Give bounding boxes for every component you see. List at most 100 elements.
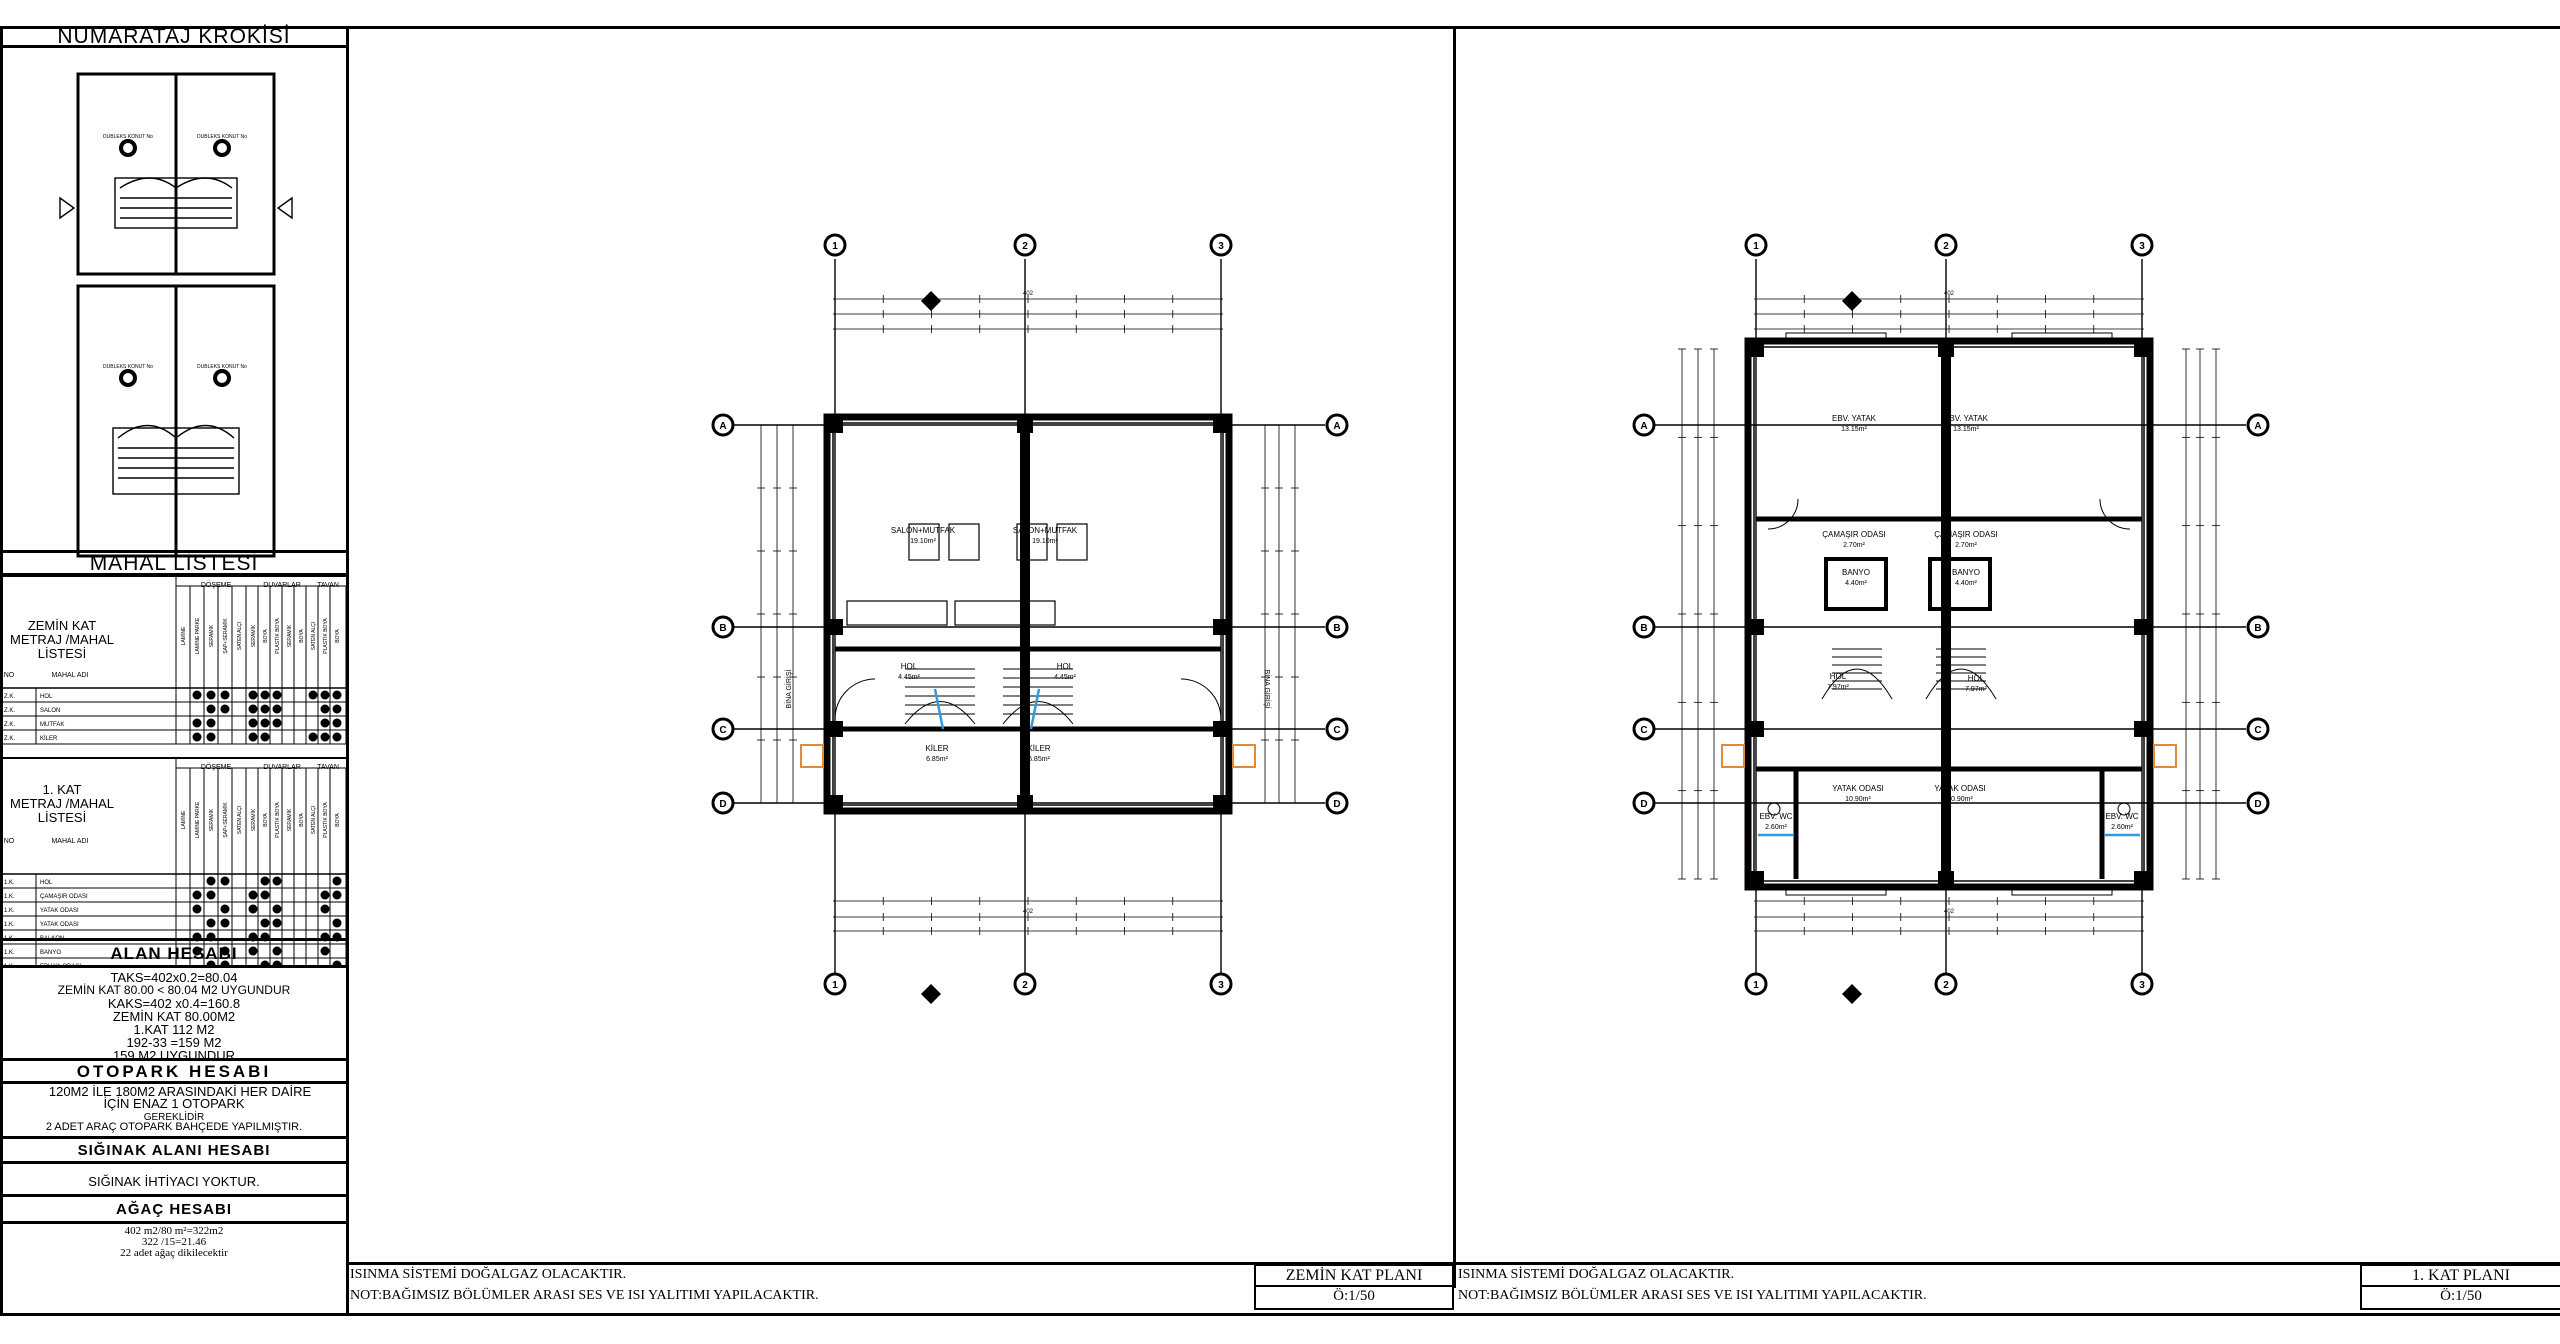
structural-column (1213, 417, 1229, 433)
mahal-dot (206, 718, 216, 728)
mahal-dot (320, 732, 330, 742)
fridge (948, 523, 980, 561)
birinci-row-name: BANYO (40, 950, 61, 956)
otopark-line-3: GEREKLİDİR (143, 1112, 205, 1123)
right-plan-scale: Ö:1/50 (2440, 1288, 2482, 1304)
grid-number-top: 1 (832, 241, 838, 252)
zemin-row-name: HOL (40, 694, 53, 700)
grid-bubble-right (1325, 717, 1349, 741)
otopark-line-2: İÇİN ENAZ 1 OTOPARK (103, 1096, 245, 1111)
birinci-row-no: 1.K. (4, 894, 15, 900)
birinci-title-3: LİSTESİ (37, 810, 87, 825)
grid-bubble-right (1325, 413, 1349, 437)
mahal-dot (332, 876, 342, 886)
mahal-col-label: PLASTİK BOYA (322, 618, 329, 654)
mahal-dot (206, 876, 216, 886)
mahal-dot (206, 732, 216, 742)
grid-number-top: 2 (1943, 241, 1949, 252)
grid-letter-left: C (719, 725, 726, 736)
mahal-dot (260, 732, 270, 742)
stair-curve (904, 701, 976, 725)
fridge (1056, 523, 1088, 561)
section-marker (1842, 984, 1862, 1004)
zemin-row-no: Z.K. (4, 708, 15, 714)
mahal-dot (332, 890, 342, 900)
mahal-dot (248, 704, 258, 714)
alan-line-3: KAKS=402 x0.4=160.8 (107, 996, 241, 1011)
mahal-dot (260, 690, 270, 700)
zemin-row-no: Z.K. (4, 736, 15, 742)
otopark-title: OTOPARK HESABI (0, 1058, 348, 1084)
room-name: BANYO (1842, 568, 1870, 577)
structural-column (1017, 417, 1033, 433)
grid-bubble-left (711, 413, 735, 437)
mahal-col-label: ŞAP+SERAMİK (222, 802, 229, 838)
mahal-dot (260, 918, 270, 928)
mahal-col-label: PLASTİK BOYA (274, 802, 281, 838)
mahal-dot (220, 876, 230, 886)
grid-bubble-bottom (1934, 972, 1958, 996)
structural-column (2134, 721, 2150, 737)
grid-letter-right: C (2254, 725, 2261, 736)
grid-number-bottom: 1 (1753, 980, 1759, 991)
fridge (1016, 523, 1048, 561)
mahal-col-label: PLASTİK BOYA (322, 802, 329, 838)
zemin-row-name: MUTFAK (40, 722, 64, 728)
notes-line (346, 1262, 2560, 1265)
mahal-dot (248, 732, 258, 742)
mahal-dot (320, 718, 330, 728)
grid-bubble-bottom (1209, 972, 1233, 996)
mahal-col-label: BOYA (299, 813, 305, 827)
grid-letter-left: D (1640, 799, 1647, 810)
grid-letter-right: B (2254, 623, 2261, 634)
room-area: 4.40m² (1955, 580, 1977, 587)
birinci-row-no: 1.K. (4, 922, 15, 928)
left-title-box: ZEMİN KAT PLANI Ö:1/50 (1254, 1264, 1454, 1310)
mahal-dot (192, 718, 202, 728)
grid-bubble-bottom (823, 972, 847, 996)
mahal-col-label: BOYA (335, 813, 341, 827)
door-swing (1180, 678, 1222, 720)
stair-rail (1029, 688, 1041, 730)
drawing-frame (0, 26, 2560, 1316)
grid-bubble-bottom (1013, 972, 1037, 996)
mahal-dot (220, 904, 230, 914)
structural-column (1748, 619, 1764, 635)
grid-letter-right: D (1333, 799, 1340, 810)
grid-bubble-left (1632, 791, 1656, 815)
alan-line-2: ZEMİN KAT 80.00 < 80.04 M2 UYGUNDUR (57, 983, 291, 997)
grid-letter-right: D (2254, 799, 2261, 810)
entry-label: BİNA GİRİŞİ (1263, 670, 1272, 709)
mahal-dot (248, 890, 258, 900)
mahal-dot (220, 960, 230, 966)
structural-column (1748, 871, 1764, 887)
door-swing (1767, 498, 1799, 530)
structural-column (827, 795, 843, 811)
mahal-dot (206, 704, 216, 714)
mahal-dot (272, 718, 282, 728)
zemin-title-3: LİSTESİ (37, 646, 87, 661)
room-name: EBV. WC (1759, 812, 1792, 821)
otopark-line-1: 120M2 İLE 180M2 ARASINDAKİ HER DAİRE (48, 1084, 312, 1099)
room-area: 2.60m² (2111, 824, 2133, 831)
grid-number-top: 2 (1022, 241, 1028, 252)
structural-column (2134, 341, 2150, 357)
party-wall (1020, 417, 1030, 811)
room-name: YATAK ODASI (1832, 784, 1884, 793)
mahal-dot (260, 960, 270, 966)
mahal-col-label: SERAMİK (250, 808, 257, 831)
wc-fixture (2117, 802, 2131, 816)
grid-bubble-top (1744, 233, 1768, 257)
mahal-col-label: SERAMİK (208, 624, 215, 647)
right-note-2: NOT:BAĞIMSIZ BÖLÜMLER ARASI SES VE ISI Y… (1458, 1288, 1927, 1303)
mahal-dot (220, 704, 230, 714)
otopark-line-4: 2 ADET ARAÇ OTOPARK BAHÇEDE YAPILMIŞTIR. (45, 1121, 303, 1133)
room-area: 4.40m² (1845, 580, 1867, 587)
structural-column (1938, 871, 1954, 887)
birinci-row-name: YATAK ODASI (40, 908, 79, 914)
room-area: 4.45m² (1054, 674, 1076, 681)
birinci-row-no: 1.K. (4, 880, 15, 886)
mahal-dot (332, 704, 342, 714)
grid-bubble-top (1934, 233, 1958, 257)
